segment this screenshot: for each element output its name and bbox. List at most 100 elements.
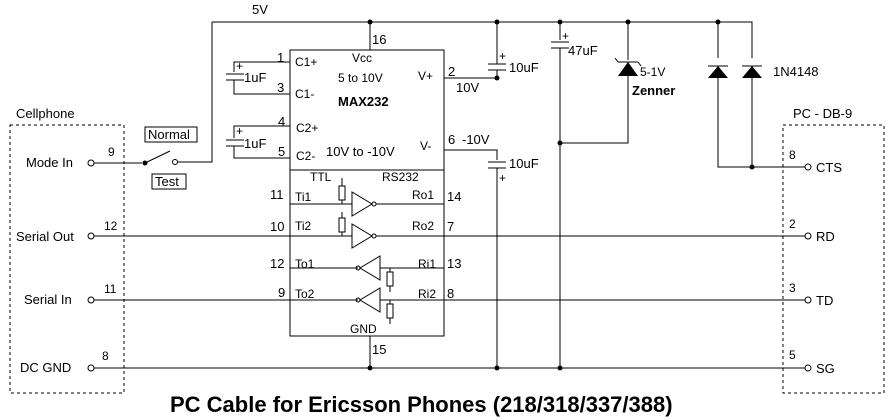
cap-c2-value: 1uF: [244, 136, 266, 151]
switch-test-label: Test: [155, 174, 179, 189]
pin-number-10: 10: [270, 219, 284, 234]
svg-text:Mode In: Mode In: [26, 155, 73, 170]
chip-vcc-label: Vcc: [352, 51, 372, 65]
cellphone-pin-mode-in: Mode In 9: [26, 145, 115, 170]
rail-vminus-label: -10V: [462, 132, 490, 147]
pin-name-ro1: Ro1: [412, 188, 434, 202]
pin-number-6: 6: [448, 132, 455, 147]
pc-pin-sg: SG 5: [789, 348, 835, 376]
cap-bulk: +: [551, 29, 569, 368]
rail-vplus-label: 10V: [456, 80, 479, 95]
cap-c1: +: [226, 59, 290, 95]
chip-rs232-label: RS232: [382, 170, 419, 184]
pin-number-2: 2: [448, 64, 455, 79]
receiver-ri2: [290, 287, 394, 324]
svg-text:12: 12: [104, 219, 118, 233]
cap-vplus-value: 10uF: [509, 60, 539, 75]
pin-name-ro2: Ro2: [412, 219, 434, 233]
cellphone-connector-box: [9, 124, 125, 394]
zener-diode: [560, 57, 642, 144]
pin-number-1: 1: [277, 50, 284, 65]
svg-text:8: 8: [789, 148, 796, 162]
pin-number-13: 13: [447, 256, 461, 271]
chip-vcc-pin-number: 16: [372, 32, 386, 47]
pc-connector-title: PC - DB-9: [793, 106, 852, 121]
mode-switch: [142, 126, 198, 190]
cellphone-pin-serial-in: Serial In 11: [24, 282, 117, 307]
pin-name-to1: To1: [295, 257, 315, 271]
pin-name-to2: To2: [295, 287, 315, 301]
cap-c2: +: [226, 124, 290, 159]
chip-range-positive: 5 to 10V: [338, 71, 383, 85]
svg-text:3: 3: [789, 281, 796, 295]
cellphone-pin-dc-gnd: DC GND 8: [20, 349, 109, 375]
svg-text:Serial Out: Serial Out: [16, 229, 74, 244]
pin-name-ri1: Ri1: [418, 257, 436, 271]
pin-number-12: 12: [270, 256, 284, 271]
pc-pin-td: TD 3: [789, 281, 833, 308]
driver-ti1: [338, 178, 377, 217]
chip-gnd-label: GND: [350, 322, 377, 336]
svg-text:8: 8: [102, 349, 109, 363]
pin-name-vminus: V-: [420, 139, 431, 153]
pin-number-9: 9: [278, 285, 285, 300]
svg-text:2: 2: [789, 217, 796, 231]
diode-part-label: 1N4148: [773, 64, 819, 79]
svg-text:DC GND: DC GND: [20, 360, 71, 375]
ground-junctions: [367, 365, 563, 371]
pin-number-5: 5: [278, 144, 285, 159]
svg-text:Serial In: Serial In: [24, 292, 72, 307]
pin-number-4: 4: [278, 114, 285, 129]
pin-number-14: 14: [447, 189, 461, 204]
chip-ttl-label: TTL: [310, 170, 332, 184]
svg-text:SG: SG: [816, 361, 835, 376]
pc-connector-box: [782, 124, 885, 394]
chip-name: MAX232: [338, 94, 389, 109]
svg-text:9: 9: [108, 145, 115, 159]
supply-rail-wire: [212, 21, 753, 58]
svg-text:+: +: [499, 49, 506, 63]
cap-vminus-value: 10uF: [509, 156, 539, 171]
cap-vplus: +: [488, 48, 506, 81]
pin-name-ri2: Ri2: [418, 287, 436, 301]
svg-text:5: 5: [789, 348, 796, 362]
cellphone-title: Cellphone: [16, 106, 75, 121]
pin-name-c2minus: C2-: [296, 149, 315, 163]
zener-value: 5-1V: [640, 65, 665, 79]
pin-name-c2plus: C2+: [296, 121, 318, 135]
driver-ti2: [290, 212, 377, 249]
cap-bulk-value: 47uF: [568, 43, 598, 58]
pin-number-11: 11: [270, 187, 284, 202]
svg-text:RD: RD: [816, 229, 835, 244]
vminus-wire: [444, 149, 498, 160]
mode-switch-feed-wire: [178, 22, 213, 163]
pin-name-ti2: Ti2: [295, 219, 312, 233]
switch-normal-label: Normal: [148, 127, 190, 142]
pin-number-3: 3: [277, 80, 284, 95]
pin-name-vplus: V+: [418, 69, 433, 83]
pc-pin-rd: RD 2: [789, 217, 835, 244]
pin-name-c1plus: C1+: [295, 55, 317, 69]
cellphone-pin-serial-out: Serial Out 12: [16, 219, 118, 244]
pc-pin-cts: CTS 8: [789, 148, 842, 175]
svg-text:+: +: [562, 29, 569, 43]
svg-text:+: +: [499, 171, 506, 185]
pin-name-ti1: Ti1: [295, 190, 312, 204]
junction-dots: [367, 19, 721, 25]
cap-vminus: +: [488, 161, 506, 368]
diode-b: [742, 65, 762, 170]
svg-text:+: +: [236, 59, 243, 73]
supply-label: 5V: [252, 2, 268, 17]
svg-text:TD: TD: [816, 293, 833, 308]
cap-c1-value: 1uF: [244, 70, 266, 85]
chip-gnd-pin-number: 15: [372, 342, 386, 357]
zener-name: Zenner: [632, 83, 675, 98]
max232-chip: [289, 49, 445, 337]
pin-name-c1minus: C1-: [295, 87, 314, 101]
chip-range-negative: 10V to -10V: [326, 144, 395, 159]
diagram-title: PC Cable for Ericsson Phones (218/318/33…: [170, 392, 673, 417]
svg-text:CTS: CTS: [816, 160, 842, 175]
svg-text:11: 11: [104, 282, 117, 296]
